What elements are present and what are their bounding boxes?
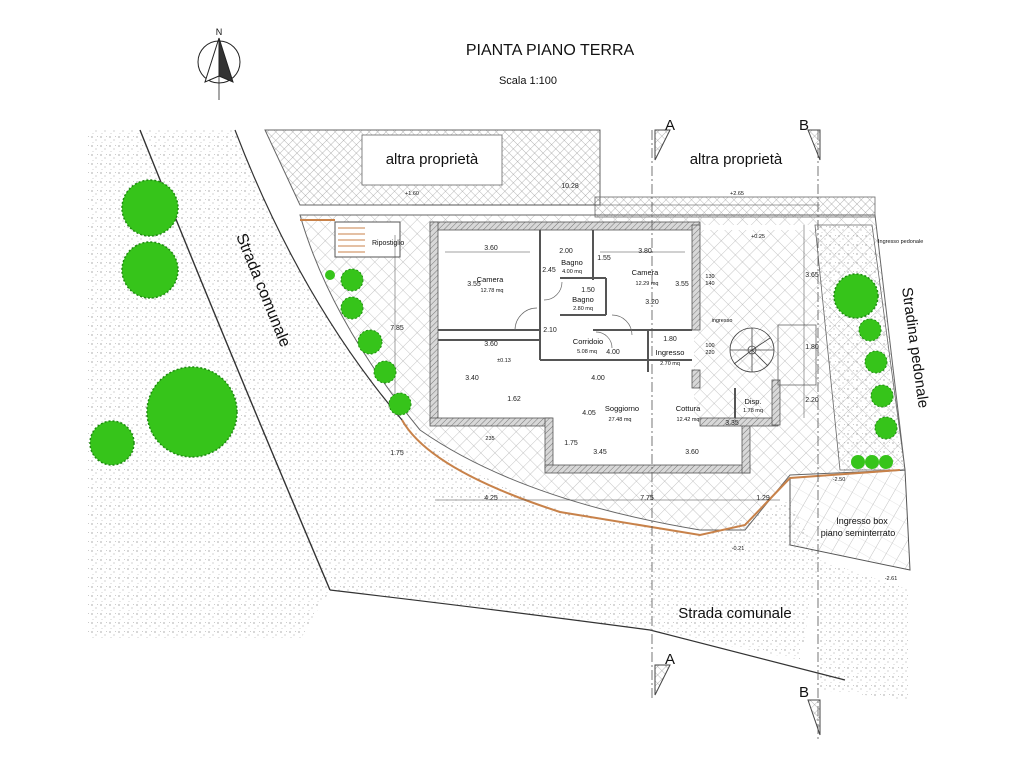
dim-425: 4.25 — [484, 495, 498, 502]
dim-345: 3.45 — [593, 449, 607, 456]
north-label: N — [216, 27, 223, 37]
dim-360b: 3.60 — [484, 341, 498, 348]
room-name-cottura: Cottura — [676, 404, 701, 413]
dim-175a: 1.75 — [564, 440, 578, 447]
room-area-camera-2: 12.29 mq — [636, 281, 659, 287]
storage-label: Ripostiglio — [372, 240, 404, 247]
room-name-ingresso: Ingresso — [656, 348, 685, 357]
level-3: +0.25 — [751, 234, 765, 240]
dim-129: 1.29 — [756, 495, 770, 502]
dim-360a: 3.60 — [484, 245, 498, 252]
level-5: -0.21 — [732, 546, 745, 552]
room-area-ingresso: 2.70 mq — [660, 361, 680, 367]
room-name-bagno-1: Bagno — [561, 258, 583, 267]
section-b-top: B — [799, 117, 809, 134]
dim-785: 7.85 — [390, 325, 404, 332]
storage-room — [334, 221, 401, 258]
neighbor-label-left: altra proprietà — [386, 151, 479, 168]
entrance-area-label: ingresso — [712, 318, 733, 324]
dim-175b: 1.75 — [390, 450, 404, 457]
section-a-bottom: A — [665, 651, 675, 668]
dim-380: 3.80 — [638, 248, 652, 255]
window-235: 235 — [485, 436, 494, 442]
room-name-soggiorno: Soggiorno — [605, 404, 639, 413]
dim-400a: 4.00 — [606, 349, 620, 356]
room-name-bagno-2: Bagno — [572, 295, 594, 304]
dim-180a: 1.80 — [663, 336, 677, 343]
fence-line — [401, 419, 901, 537]
door-220: 220 — [705, 350, 714, 356]
section-a-top: A — [665, 117, 675, 134]
room-area-soggiorno: 27.48 mq — [609, 417, 632, 423]
dim-top-total: 10.28 — [561, 183, 579, 190]
window-130: 130 — [705, 274, 714, 280]
dim-400b: 4.00 — [591, 375, 605, 382]
neighbor-label-right: altra proprietà — [690, 151, 783, 168]
dim-220: 2.20 — [805, 397, 819, 404]
dim-150: 1.50 — [581, 287, 595, 294]
dim-775: 7.75 — [640, 495, 654, 502]
lane-label: Stradina pedonale — [898, 286, 932, 409]
neighbor-property-right — [594, 196, 876, 218]
dim-335: 3.35 — [725, 420, 739, 427]
scale-label: Scala 1:100 — [499, 75, 557, 87]
ground-bottom-right — [820, 560, 910, 700]
dim-355a: 3.55 — [467, 281, 481, 288]
level-1: +1.60 — [405, 191, 419, 197]
spiral-staircase — [729, 327, 775, 373]
box-entrance-label-1: Ingresso box — [836, 516, 888, 526]
window-140: 140 — [705, 281, 714, 287]
dim-360c: 3.60 — [685, 449, 699, 456]
room-area-disp: 1.78 mq — [743, 408, 763, 414]
door-100: 100 — [705, 343, 714, 349]
dim-320: 3.20 — [645, 299, 659, 306]
room-area-bagno-2: 2.80 mq — [573, 306, 593, 312]
level-6: -2.50 — [833, 477, 846, 483]
pedestrian-entrance-label: Ingresso pedonale — [878, 239, 923, 245]
room-name-disp: Disp. — [744, 397, 761, 406]
trees — [89, 179, 898, 469]
level-4: ±0.13 — [497, 358, 511, 364]
house-walls — [429, 221, 781, 474]
north-arrow-icon — [197, 37, 241, 100]
room-area-cottura: 12.42 mq — [677, 417, 700, 423]
dim-355b: 3.55 — [675, 281, 689, 288]
room-name-corridoio: Corridoio — [573, 337, 603, 346]
plan-title: PIANTA PIANO TERRA — [466, 42, 635, 59]
dim-155: 1.55 — [597, 255, 611, 262]
dim-200: 2.00 — [559, 248, 573, 255]
room-name-camera-2: Camera — [632, 268, 660, 277]
room-name-camera-1: Camera — [477, 275, 505, 284]
dim-180b: 1.80 — [805, 344, 819, 351]
room-area-camera-1: 12.78 mq — [481, 288, 504, 294]
dim-210: 2.10 — [543, 327, 557, 334]
dim-162: 1.62 — [507, 396, 521, 403]
room-area-bagno-1: 4.00 mq — [562, 269, 582, 275]
dim-340: 3.40 — [465, 375, 479, 382]
room-area-corridoio: 5.08 mq — [577, 349, 597, 355]
dim-405: 4.05 — [582, 410, 596, 417]
section-b-bottom: B — [799, 684, 809, 701]
level-7: -2.61 — [885, 576, 898, 582]
level-2: +2.65 — [730, 191, 744, 197]
box-entrance-label-2: piano seminterrato — [821, 528, 896, 538]
dim-245: 2.45 — [542, 267, 556, 274]
dim-365: 3.65 — [805, 272, 819, 279]
street-label-bottom: Strada comunale — [678, 605, 791, 622]
